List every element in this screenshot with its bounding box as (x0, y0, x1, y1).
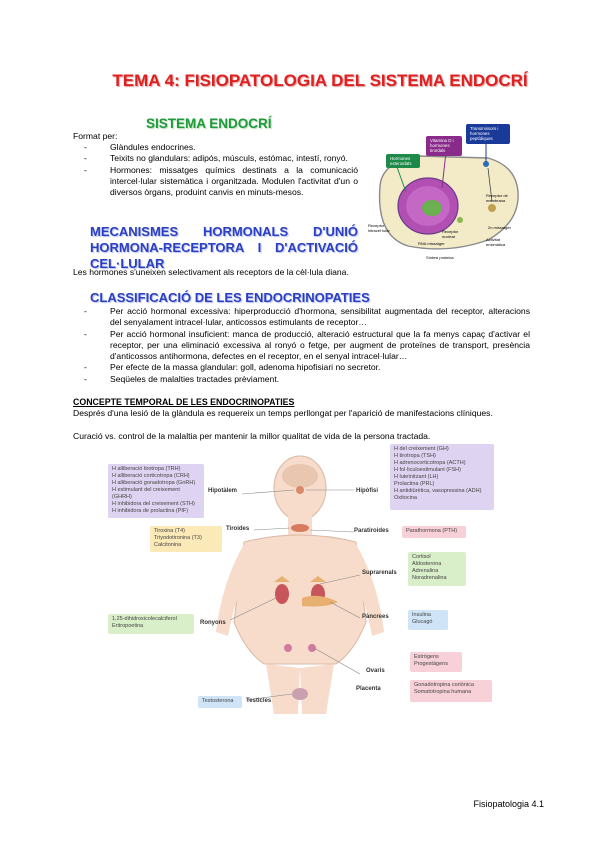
list-item: Seqüeles de malalties tractades prèviame… (84, 374, 530, 386)
page-footer: Fisiopatologia 4.1 (473, 799, 544, 809)
endocrine-glands-figure: H alliberació tirotropa (TRH) H allibera… (104, 442, 496, 714)
body-silhouette (216, 455, 384, 714)
list-item: Per efecte de la massa glandular: goll, … (84, 362, 530, 374)
box-vitamin-d: Vitamina D i hormones tiroïdals (426, 136, 462, 156)
organ-hypothalamus: Hipotàlem (208, 488, 238, 494)
box-pituitary-hormones: H del creixement (GH) H tirotropa (TSH) … (390, 444, 494, 510)
organ-ovaries: Ovaris (366, 668, 385, 674)
label-enzymatic-activity: Activitat enzimàtica (486, 237, 506, 247)
organ-placenta: Placenta (356, 686, 381, 692)
organ-kidneys: Ronyons (200, 620, 226, 626)
label-intracellular-receptor: Receptor intracel·lular (368, 223, 390, 233)
section3-list: Per acció hormonal excessiva: hiperprodu… (84, 306, 530, 386)
section4-p2: Curació vs. control de la malaltia per m… (73, 431, 431, 441)
section4-p1: Després d'una lesió de la glàndula es re… (73, 408, 493, 418)
list-item: Teixits no glandulars: adipós, músculs, … (84, 153, 358, 165)
organ-testes: Testicles (246, 698, 272, 704)
organ-adrenal: Suprarenals (362, 570, 397, 576)
label-membrane-receptor: Receptor de membrana (486, 193, 508, 203)
list-item: Per acció hormonal excessiva: hiperprodu… (84, 306, 530, 329)
section-heading-concepte-temporal: CONCEPTE TEMPORAL DE LES ENDOCRINOPATIES (73, 397, 295, 407)
organ-parathyroid: Paratiroides (354, 528, 389, 534)
list-item: Glàndules endocrines. (84, 142, 358, 154)
section-heading-mecanismes: MECANISMES HORMONALS D'UNIÓ HORMONA-RECE… (90, 224, 358, 271)
intro-text: Format per: (73, 131, 118, 141)
box-parathyroid-hormones: Parathormona (PTH) (402, 526, 466, 538)
organ-pancreas: Pàncrees (362, 614, 389, 620)
box-hypothalamus-hormones: H alliberació tirotropa (TRH) H allibera… (108, 464, 204, 518)
organ-pituitary: Hipòfisi (356, 488, 378, 494)
box-ovary-hormones: Estrògens Progestàgens (410, 652, 462, 672)
box-testes-hormones: Testosterona (198, 696, 242, 708)
section-heading-sistema-endocri: SISTEMA ENDOCRÍ (146, 116, 272, 131)
list-item: Per acció hormonal insuficient: manca de… (84, 329, 530, 363)
cell-diagram (378, 138, 519, 250)
box-adrenal-hormones: Cortisol Aldosterona Adrenalina Noradren… (408, 552, 466, 586)
list-item: Hormones: missatges químics destinats a … (84, 165, 358, 199)
label-second-messenger: 2n missatger (488, 225, 511, 230)
box-steroid-hormones: Hormones esteroïdals (386, 154, 420, 169)
organ-thyroid: Tiroides (226, 526, 250, 532)
cell-receptor-figure: Hormones esteroïdals Vitamina D i hormon… (368, 122, 524, 266)
box-kidney-hormones: 1,25-dihidroxicolecalciferol Eritropoeti… (108, 614, 194, 634)
section1-list: Glàndules endocrines. Teixits no glandul… (84, 142, 358, 199)
section-heading-classificacio: CLASSIFICACIÓ DE LES ENDOCRINOPATIES (90, 290, 370, 305)
section2-text: Les hormones s'uneixen selectivament als… (73, 267, 349, 277)
box-pancreas-hormones: Insulina Glucagó (408, 610, 448, 630)
label-protein-synthesis: Síntesi proteica (426, 255, 454, 260)
label-nuclear-receptor: Receptor nuclear (442, 229, 459, 239)
box-placenta-hormones: Gonadotropina coriònica Somatotropina hu… (410, 680, 492, 702)
box-peptide-hormones: Transmissors i hormones peptídiques (466, 124, 510, 144)
box-thyroid-hormones: Tiroxina (T4) Triyodotironina (T3) Calci… (150, 526, 222, 552)
label-mrna: RNA missatger (418, 241, 445, 246)
page-title: TEMA 4: FISIOPATOLOGIA DEL SISTEMA ENDOC… (112, 71, 528, 90)
